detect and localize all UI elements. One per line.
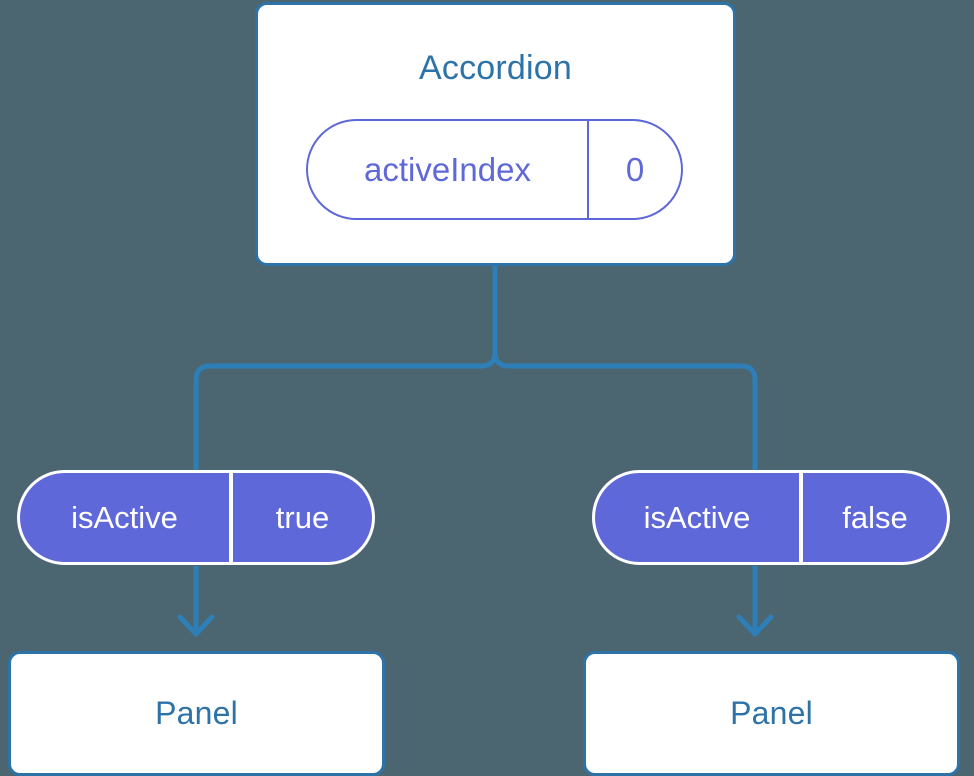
prop-badge-is-active-true[interactable]: isActive true [17,470,375,565]
component-title-panel-right: Panel [730,695,813,731]
prop-badge-value: true [275,499,330,535]
prop-badge-key: isActive [20,473,233,562]
arrow-head-right-icon [736,614,774,637]
component-node-panel-right[interactable]: Panel [583,651,960,776]
state-badge-value: 0 [625,150,645,188]
component-title-accordion: Accordion [419,49,572,87]
arrow-head-left-icon [177,614,215,637]
state-badge-key: activeIndex [308,121,589,218]
prop-badge-value: false [842,499,908,535]
state-badge-active-index[interactable]: activeIndex 0 [306,119,683,220]
prop-badge-key: isActive [595,473,803,562]
branch-line-left [193,351,498,470]
branch-line-right [492,351,758,470]
prop-badge-is-active-false[interactable]: isActive false [592,470,950,565]
component-title-panel-left: Panel [155,695,238,731]
component-node-panel-left[interactable]: Panel [8,651,385,776]
